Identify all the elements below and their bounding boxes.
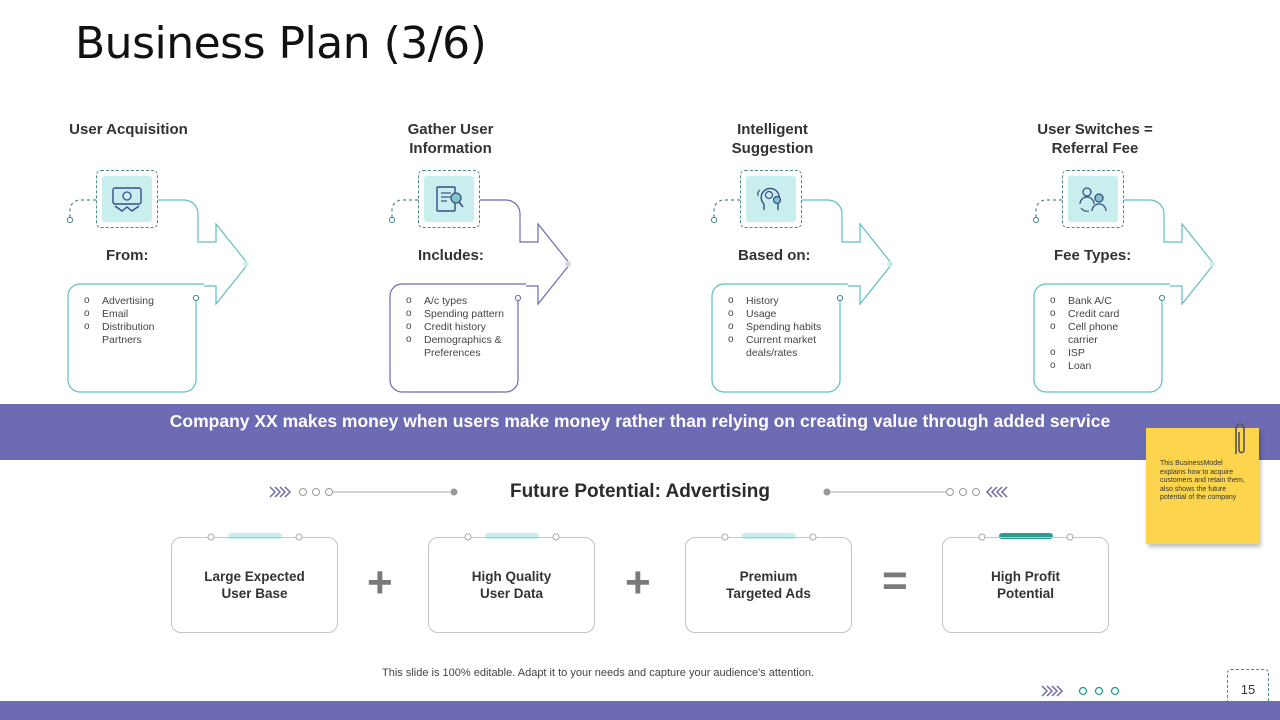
step-title: Intelligent Suggestion	[731, 121, 814, 157]
list-item: Credit history	[406, 320, 506, 334]
card-high-quality-user-data: High Quality User Data	[428, 537, 595, 633]
list-item: Spending habits	[728, 320, 828, 334]
card-accent-bar	[999, 533, 1053, 539]
card-accent-bar	[742, 533, 796, 539]
right-divider-decoration	[823, 486, 1008, 498]
card-large-expected-user-base: Large Expected User Base	[171, 537, 338, 633]
list-item: Cell phone carrier	[1050, 320, 1150, 347]
card-label: High Profit Potential	[991, 569, 1060, 601]
card-dots-decoration	[207, 533, 1074, 541]
step-subheading: From:	[106, 247, 149, 264]
handshake-money-icon	[96, 170, 158, 228]
document-search-icon	[418, 170, 480, 228]
list-item: Email	[84, 307, 184, 321]
card-premium-targeted-ads: Premium Targeted Ads	[685, 537, 852, 633]
list-item: Distribution Partners	[84, 320, 184, 347]
step-title: User Switches = Referral Fee	[1037, 121, 1153, 157]
list-item: Spending pattern	[406, 307, 506, 321]
card-accent-bar	[228, 533, 282, 539]
left-divider-decoration	[269, 486, 458, 498]
list-item: A/c types	[406, 294, 506, 308]
step-list: History Usage Spending habits Current ma…	[728, 294, 828, 360]
list-item: Loan	[1050, 359, 1150, 373]
step-list: Bank A/C Credit card Cell phone carrier …	[1050, 294, 1150, 373]
footer-note: This slide is 100% editable. Adapt it to…	[382, 667, 814, 679]
sticky-note-text: This BusinessModel explains how to acqui…	[1160, 460, 1245, 502]
banner-text: Company XX makes money when users make m…	[169, 411, 1111, 431]
future-potential-title: Future Potential: Advertising	[509, 481, 771, 502]
card-high-profit-potential: High Profit Potential	[942, 537, 1109, 633]
step-list: A/c types Spending pattern Credit histor…	[406, 294, 506, 360]
users-exchange-icon	[1062, 170, 1124, 228]
list-item: Usage	[728, 307, 828, 321]
brain-gears-icon	[740, 170, 802, 228]
list-item: History	[728, 294, 828, 308]
step-user-switches-referral-fee: User Switches = Referral Fee Fee Types: …	[1032, 118, 1272, 398]
step-list: Advertising Email Distribution Partners	[84, 294, 184, 347]
step-title: Gather User Information	[407, 121, 494, 157]
list-item: Advertising	[84, 294, 184, 308]
step-gather-user-information: Gather User Information Includes: A/c ty…	[388, 118, 628, 398]
plus-operator: +	[625, 558, 651, 607]
step-connector-arrow	[1032, 199, 1215, 393]
list-item: ISP	[1050, 346, 1150, 360]
step-intelligent-suggestion: Intelligent Suggestion Based on: History…	[710, 118, 950, 398]
list-item: Demographics & Preferences	[406, 333, 506, 360]
step-title: User Acquisition	[69, 121, 188, 138]
step-subheading: Fee Types:	[1054, 247, 1132, 264]
bottom-bar	[0, 701, 1280, 720]
plus-operator: +	[367, 558, 393, 607]
card-label: Large Expected User Base	[204, 569, 305, 601]
step-subheading: Based on:	[738, 247, 811, 264]
equals-operator: =	[882, 556, 908, 605]
footer-decoration	[1041, 685, 1120, 697]
page-title: Business Plan (3/6)	[75, 18, 487, 69]
step-subheading: Includes:	[418, 247, 484, 264]
card-accent-bar	[485, 533, 539, 539]
step-connector-arrow	[66, 199, 249, 393]
sticky-note: This BusinessModel explains how to acqui…	[1146, 428, 1259, 544]
list-item: Credit card	[1050, 307, 1150, 321]
card-label: Premium Targeted Ads	[726, 569, 811, 601]
card-label: High Quality User Data	[471, 569, 552, 601]
paperclip-icon	[1235, 423, 1245, 454]
list-item: Current market deals/rates	[728, 333, 828, 360]
step-connector-arrow	[710, 199, 893, 393]
list-item: Bank A/C	[1050, 294, 1150, 308]
step-connector-arrow	[388, 199, 571, 393]
key-message-banner: Company XX makes money when users make m…	[0, 404, 1280, 460]
step-user-acquisition: User Acquisition From: Advertising Email…	[66, 118, 306, 398]
